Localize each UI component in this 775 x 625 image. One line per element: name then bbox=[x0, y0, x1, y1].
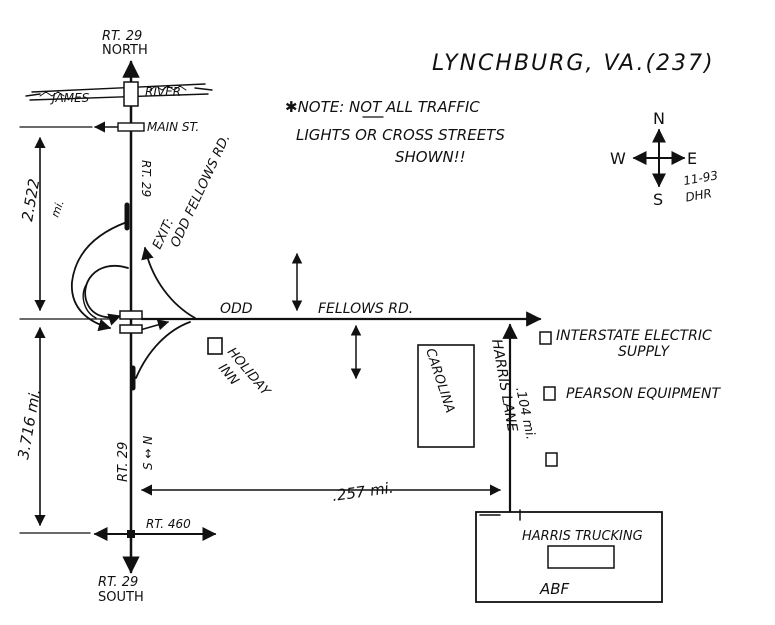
abf-building bbox=[547, 545, 615, 569]
harris-trucking-label: HARRIS TRUCKING bbox=[522, 529, 643, 544]
rt29-south-label-1: RT. 29 bbox=[98, 575, 138, 590]
compass-n: N bbox=[653, 109, 665, 128]
main-st-label: MAIN ST. bbox=[147, 120, 199, 134]
loop-ramp bbox=[84, 265, 129, 326]
compass-initials: DHR bbox=[684, 186, 713, 204]
note-line-3: SHOWN!! bbox=[395, 148, 466, 166]
rt29-south-label-2: SOUTH bbox=[98, 590, 144, 605]
ns-marker: S ↔ N bbox=[141, 436, 155, 470]
holiday-inn-marker bbox=[207, 337, 223, 355]
overpass-odd-fellows bbox=[119, 310, 143, 320]
carolina-building bbox=[417, 344, 475, 448]
pearson-equipment-marker bbox=[543, 386, 556, 401]
odd-label: ODD bbox=[220, 301, 253, 317]
main-st-overpass bbox=[117, 122, 145, 132]
interstate-electric-marker bbox=[539, 331, 552, 345]
rt29-label-lower: RT. 29 bbox=[116, 442, 131, 482]
note-line-1: ✱NOTE: NOT ALL TRAFFIC bbox=[285, 98, 480, 116]
james-river: JAMES RIVER bbox=[25, 83, 213, 105]
ramp-on-north bbox=[141, 246, 196, 319]
exit-ramp-off bbox=[71, 221, 128, 332]
note-line-2: LIGHTS OR CROSS STREETS bbox=[296, 126, 505, 144]
exit-label-2: ODD FELLOWS RD. bbox=[168, 132, 233, 250]
compass-s: S bbox=[653, 190, 663, 209]
interstate-label-1: INTERSTATE ELECTRIC bbox=[556, 328, 712, 344]
rt29-north-label-2: NORTH bbox=[102, 43, 148, 58]
rt460-label: RT. 460 bbox=[146, 517, 191, 531]
fellows-rd-label: FELLOWS RD. bbox=[318, 301, 413, 317]
compass-e: E bbox=[687, 149, 697, 168]
rt460-intersection bbox=[127, 530, 135, 538]
rt29-label-upper: RT. 29 bbox=[139, 160, 153, 197]
ramp-to-odd-fellows bbox=[139, 319, 170, 331]
interstate-label-2: SUPPLY bbox=[618, 344, 670, 360]
pearson-label: PEARSON EQUIPMENT bbox=[566, 386, 722, 402]
ramp-on-south bbox=[135, 321, 191, 379]
river-label-right: RIVER bbox=[145, 85, 181, 99]
distance-257: .257 mi. bbox=[331, 479, 395, 505]
harris-lane-label: HARRIS LANE bbox=[488, 338, 520, 433]
rt29-north-label-1: RT. 29 bbox=[102, 29, 142, 44]
abf-label: ABF bbox=[539, 580, 570, 598]
overpass-odd-fellows-lower bbox=[119, 324, 143, 334]
distance-2522-unit: mi. bbox=[49, 198, 67, 219]
unnamed-business-marker bbox=[545, 452, 558, 467]
river-bridge bbox=[123, 81, 139, 107]
compass-w: W bbox=[610, 149, 626, 168]
map-title: LYNCHBURG, VA.(237) bbox=[432, 51, 715, 76]
interchange bbox=[71, 202, 196, 391]
loop-ramp-inner bbox=[82, 284, 97, 319]
compass-date: 11-93 bbox=[682, 168, 719, 188]
river-label-left: JAMES bbox=[50, 91, 90, 105]
compass-rose: N S W E 11-93 DHR bbox=[610, 109, 719, 209]
